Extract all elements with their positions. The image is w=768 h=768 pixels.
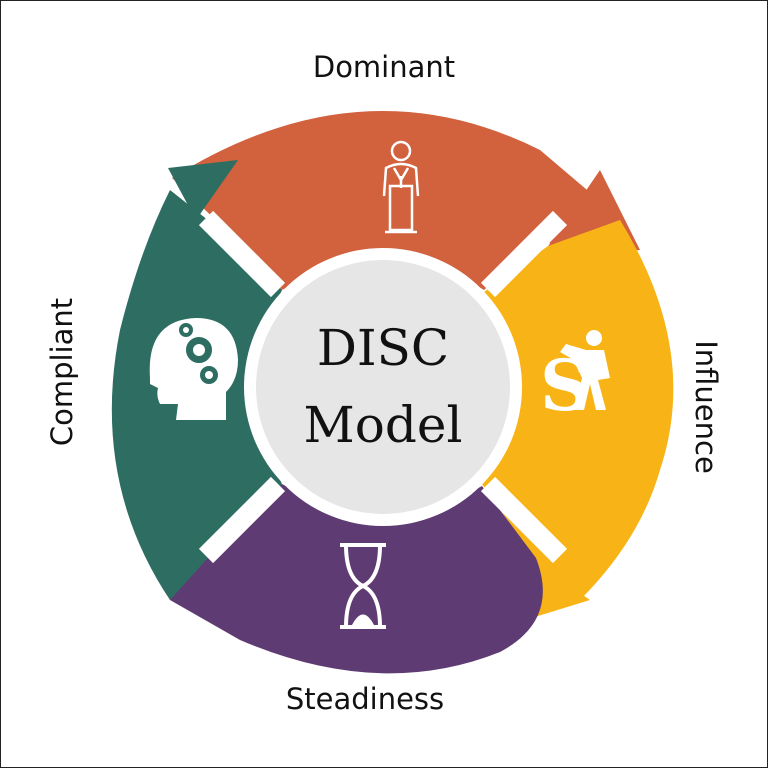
segment-compliant-arrowhead xyxy=(168,160,238,220)
head-with-gears-icon xyxy=(149,318,238,420)
label-steadiness: Steadiness xyxy=(285,682,445,716)
separator-bottom-left xyxy=(198,476,286,564)
hourglass-icon xyxy=(340,543,386,629)
person-with-s-icon: S xyxy=(540,330,610,427)
label-influence: Influence xyxy=(689,340,723,474)
segment-dominant xyxy=(172,111,620,290)
separator-top-left xyxy=(198,210,286,298)
speaker-at-podium-icon xyxy=(382,140,420,234)
label-compliant: Compliant xyxy=(45,297,79,447)
center-title-line-2: Model xyxy=(304,396,463,454)
separator-bottom-right xyxy=(480,476,568,564)
separator-top-right xyxy=(480,210,568,298)
label-dominant: Dominant xyxy=(312,50,456,84)
center-circle xyxy=(256,260,510,514)
center-title-line-1: DISC xyxy=(317,319,449,377)
